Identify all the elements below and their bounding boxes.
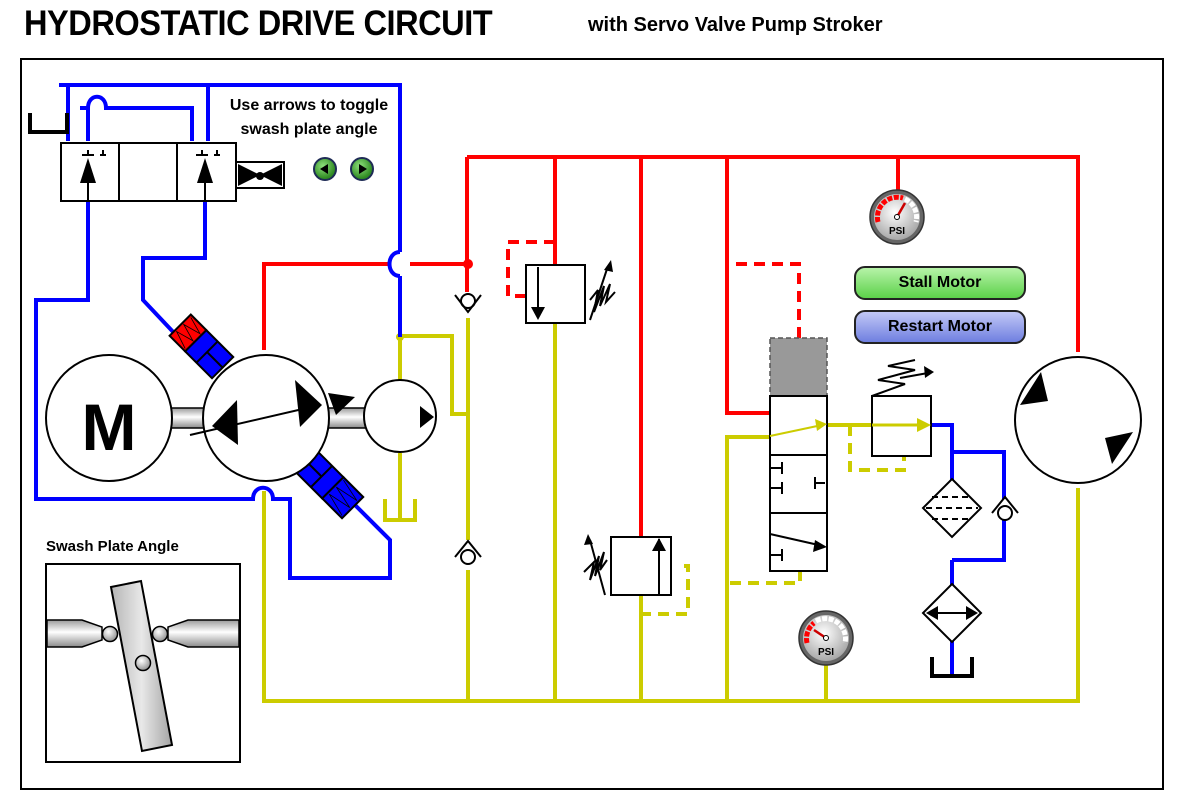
motor-flow-arrow-icon: [1105, 432, 1133, 464]
diagram-frame: [20, 58, 1164, 790]
swash-toggle-hint: Use arrows to toggle swash plate angle: [214, 94, 404, 142]
stroker-cylinder-upper: [168, 313, 235, 380]
stall-motor-button[interactable]: Stall Motor: [854, 266, 1026, 300]
charge-pilot-dashed: [640, 425, 906, 616]
filter-icon: [921, 477, 983, 539]
motor-shaft: [169, 407, 206, 429]
check-valve-upper: [454, 293, 482, 314]
pressure-pilot-dashed: [506, 240, 801, 338]
pressure-gauge-charge: PSI: [798, 610, 854, 666]
shuttle-valve: [769, 337, 828, 572]
pressure-gauge-high: PSI: [869, 189, 925, 245]
page-subtitle: with Servo Valve Pump Stroker: [588, 14, 883, 36]
tank-icon: [28, 113, 69, 134]
hint-line-2: swash plate angle: [240, 121, 378, 138]
swash-plate-panel: [45, 563, 241, 763]
gauge-label: PSI: [889, 226, 905, 237]
swash-angle-left-button[interactable]: [313, 157, 337, 181]
tank-icon: [930, 657, 974, 678]
hint-line-1: Use arrows to toggle: [229, 97, 389, 114]
check-valve-lower: [454, 539, 482, 565]
swash-plate-label: Swash Plate Angle: [46, 538, 179, 555]
pressure-junction: [463, 259, 473, 269]
restart-motor-button[interactable]: Restart Motor: [854, 310, 1026, 344]
charge-lines: [262, 318, 1080, 703]
swash-angle-right-button[interactable]: [350, 157, 374, 181]
bidirectional-arrow-icon: [189, 380, 355, 445]
gauge-label: PSI: [818, 647, 834, 658]
line-crossover: [387, 250, 401, 278]
flow-arrow-icon: [420, 406, 434, 428]
motor-label: M: [82, 390, 137, 464]
charge-pump: [363, 379, 437, 453]
pressure-lines: [262, 155, 1080, 537]
pressure-control-valve: [871, 359, 934, 457]
hydraulic-motor: [1014, 356, 1142, 484]
cooler-icon: [921, 582, 983, 644]
servo-valve: [60, 142, 285, 202]
check-valve-filter-bypass: [991, 495, 1019, 521]
electric-motor: [45, 354, 173, 482]
relief-valve-high: [525, 260, 616, 324]
relief-valve-charge: [583, 534, 672, 596]
page-title: HYDROSTATIC DRIVE CIRCUIT: [24, 4, 493, 43]
motor-flow-arrow-icon: [1020, 372, 1048, 405]
